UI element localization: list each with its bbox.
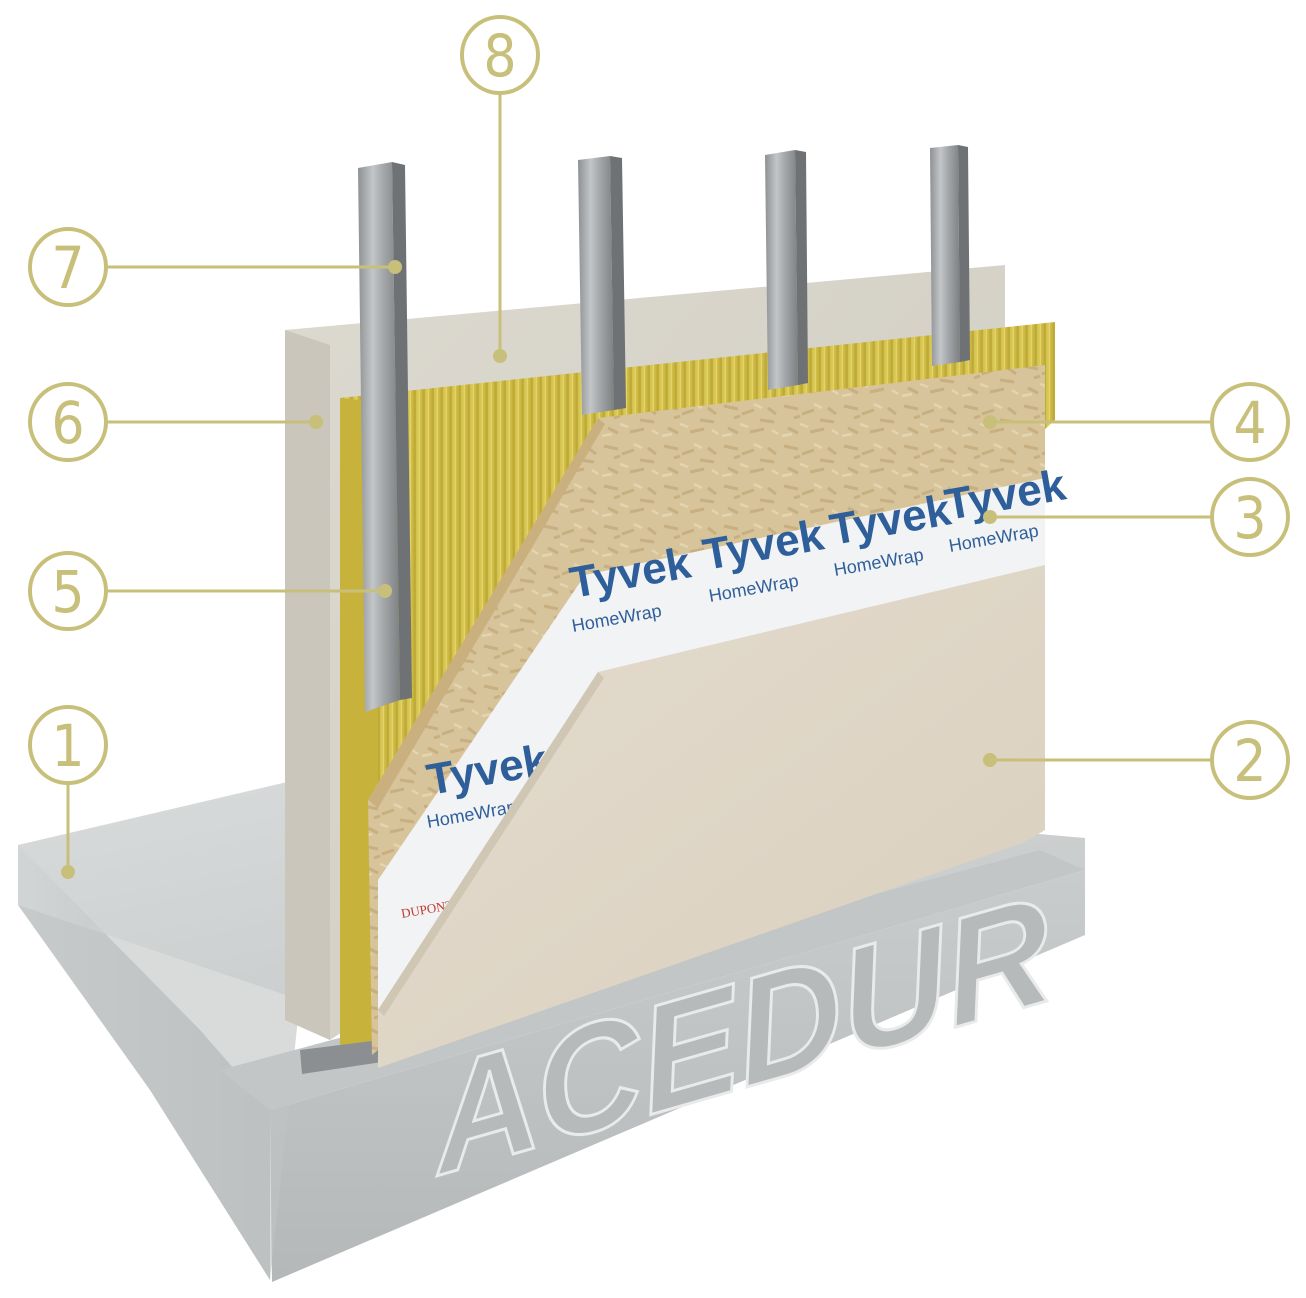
callout-circle <box>1210 477 1290 557</box>
callout-2[interactable]: 2 <box>1210 720 1290 800</box>
steel-studs <box>300 145 970 1074</box>
callout-circle <box>28 705 108 785</box>
callout-circle <box>28 382 108 462</box>
callout-number: 5 <box>51 558 84 626</box>
callout-circle <box>1210 382 1290 462</box>
leader-lines <box>66 93 1212 872</box>
callout-8[interactable]: 8 <box>460 15 540 95</box>
callout-number: 6 <box>51 389 84 457</box>
callout-7[interactable]: 7 <box>28 227 108 307</box>
callout-3[interactable]: 3 <box>1210 477 1290 557</box>
callout-number: 2 <box>1233 727 1266 795</box>
callout-5[interactable]: 5 <box>28 551 108 631</box>
callout-circle <box>28 227 108 307</box>
cement-board <box>378 565 1045 1068</box>
callout-number: 3 <box>1233 484 1266 552</box>
callout-6[interactable]: 6 <box>28 382 108 462</box>
leader-dots <box>61 260 997 879</box>
callout-4[interactable]: 4 <box>1210 382 1290 462</box>
callout-number: 1 <box>51 712 84 780</box>
callout-circle <box>460 15 540 95</box>
callout-number: 7 <box>51 234 84 302</box>
callout-1[interactable]: 1 <box>28 705 108 785</box>
callout-circle <box>1210 720 1290 800</box>
callout-number: 4 <box>1233 389 1266 457</box>
callout-number: 8 <box>483 22 516 90</box>
callout-circle <box>28 551 108 631</box>
